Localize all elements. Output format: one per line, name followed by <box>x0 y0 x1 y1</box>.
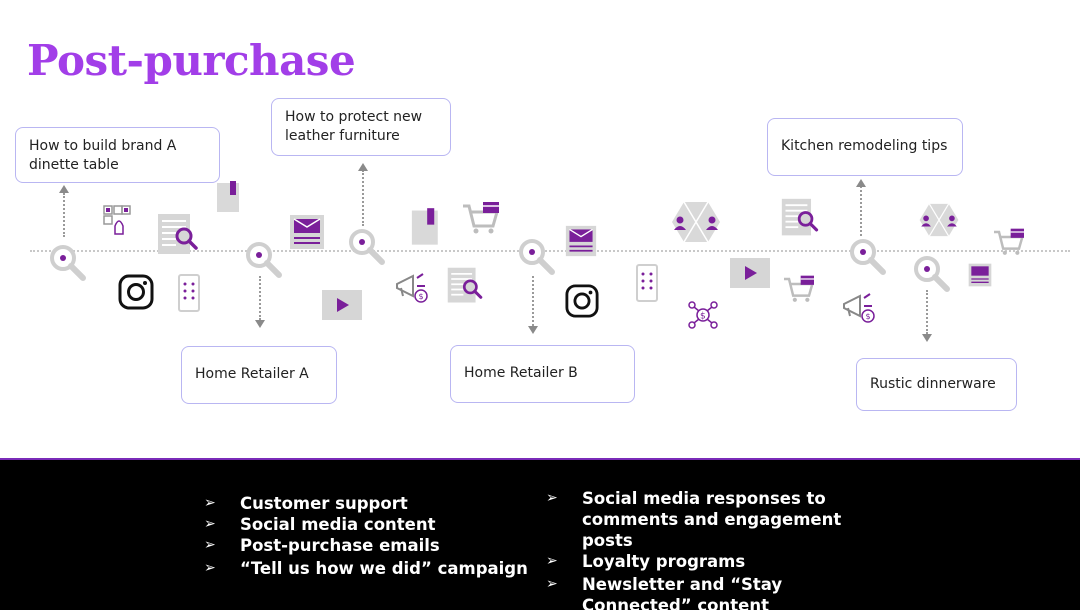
people-network-icon <box>672 201 720 243</box>
svg-text:$: $ <box>866 312 871 321</box>
phone-icon <box>178 274 200 312</box>
svg-text:$: $ <box>700 312 706 322</box>
bullet-item: ➢ Newsletter and “Stay Connected” content <box>546 574 896 616</box>
connector-arrow <box>63 193 65 237</box>
bullet-list-left: ➢Customer support ➢Social media content … <box>204 493 528 579</box>
megaphone-icon: $ <box>396 273 428 303</box>
callout-brand-table: How to build brand A dinette table <box>15 127 220 183</box>
bullet-text: Social media content <box>240 515 436 534</box>
connector-arrow <box>926 290 928 334</box>
bullet-arrow-icon: ➢ <box>204 516 216 532</box>
email-icon <box>968 263 992 287</box>
search-icon <box>914 256 950 292</box>
document-search-icon <box>781 198 819 236</box>
search-icon <box>246 242 282 278</box>
people-network-icon <box>919 203 959 237</box>
callout-line: How to protect new <box>285 109 423 125</box>
connector-arrow <box>532 276 534 326</box>
callout-retailer-b: Home Retailer B <box>450 345 635 403</box>
arrowhead-icon <box>358 163 368 171</box>
bullet-text: Post-purchase emails <box>240 536 440 555</box>
callout-line: Kitchen remodeling tips <box>781 138 948 154</box>
callout-leather: How to protect new leather furniture <box>271 98 451 156</box>
bullet-arrow-icon: ➢ <box>546 576 558 592</box>
search-icon <box>349 229 385 265</box>
page-icon <box>411 208 438 245</box>
video-icon <box>322 290 362 320</box>
search-icon <box>850 239 886 275</box>
bullet-arrow-icon: ➢ <box>546 553 558 569</box>
email-icon <box>290 215 324 249</box>
bullet-item: ➢ Social media content <box>204 514 528 535</box>
connector-arrow <box>259 276 261 320</box>
cart-icon <box>784 275 814 302</box>
phone-icon <box>636 264 658 302</box>
arrowhead-icon <box>255 320 265 328</box>
svg-text:$: $ <box>419 292 424 301</box>
bullet-item: ➢ Loyalty programs <box>546 551 896 572</box>
bullet-arrow-icon: ➢ <box>204 495 216 511</box>
callout-line: Home Retailer A <box>195 366 309 382</box>
timeline-line <box>30 250 1070 252</box>
search-icon <box>50 245 86 281</box>
bullet-text: Loyalty programs <box>582 552 746 571</box>
bullet-text: Social media responses to comments and e… <box>582 489 842 550</box>
email-icon <box>565 225 597 257</box>
callout-retailer-a: Home Retailer A <box>181 346 337 404</box>
callout-kitchen: Kitchen remodeling tips <box>767 118 963 176</box>
bullet-arrow-icon: ➢ <box>204 560 216 576</box>
video-icon <box>730 258 770 288</box>
search-icon <box>519 239 555 275</box>
bullet-item: ➢ Customer support <box>204 493 528 514</box>
bullet-text: “Tell us how we did” campaign <box>240 559 528 578</box>
connector-arrow <box>362 170 364 226</box>
bullet-item: ➢ “Tell us how we did” campaign <box>204 558 528 579</box>
bullet-arrow-icon: ➢ <box>546 490 558 506</box>
callout-line: dinette table <box>29 157 119 173</box>
callout-line: How to build brand A <box>29 138 177 154</box>
instagram-icon <box>118 274 154 310</box>
instagram-icon <box>565 284 599 318</box>
arrowhead-icon <box>856 179 866 187</box>
bullet-text: Newsletter and “Stay Connected” content <box>582 575 783 615</box>
bullet-list-right: ➢ Social media responses to comments and … <box>546 488 896 616</box>
bullet-text: Customer support <box>240 494 408 513</box>
page-title: Post-purchase <box>27 36 356 85</box>
callout-dinnerware: Rustic dinnerware <box>856 358 1017 411</box>
money-network-icon: $ <box>688 301 718 329</box>
arrowhead-icon <box>59 185 69 193</box>
bullet-item: ➢ Post-purchase emails <box>204 535 528 556</box>
page-icon <box>217 181 239 212</box>
megaphone-icon: $ <box>843 293 875 323</box>
arrowhead-icon <box>922 334 932 342</box>
qr-code-icon <box>103 205 131 235</box>
summary-panel: ➢Customer support ➢Social media content … <box>0 458 1080 615</box>
bullet-arrow-icon: ➢ <box>204 537 216 553</box>
connector-arrow <box>860 186 862 236</box>
cart-icon <box>994 228 1024 255</box>
callout-line: Rustic dinnerware <box>870 376 996 392</box>
callout-line: leather furniture <box>285 128 400 144</box>
document-search-icon <box>158 214 198 254</box>
callout-line: Home Retailer B <box>464 365 578 381</box>
arrowhead-icon <box>528 326 538 334</box>
document-search-icon <box>447 267 483 303</box>
cart-icon <box>463 202 499 234</box>
bullet-item: ➢ Social media responses to comments and … <box>546 488 896 551</box>
